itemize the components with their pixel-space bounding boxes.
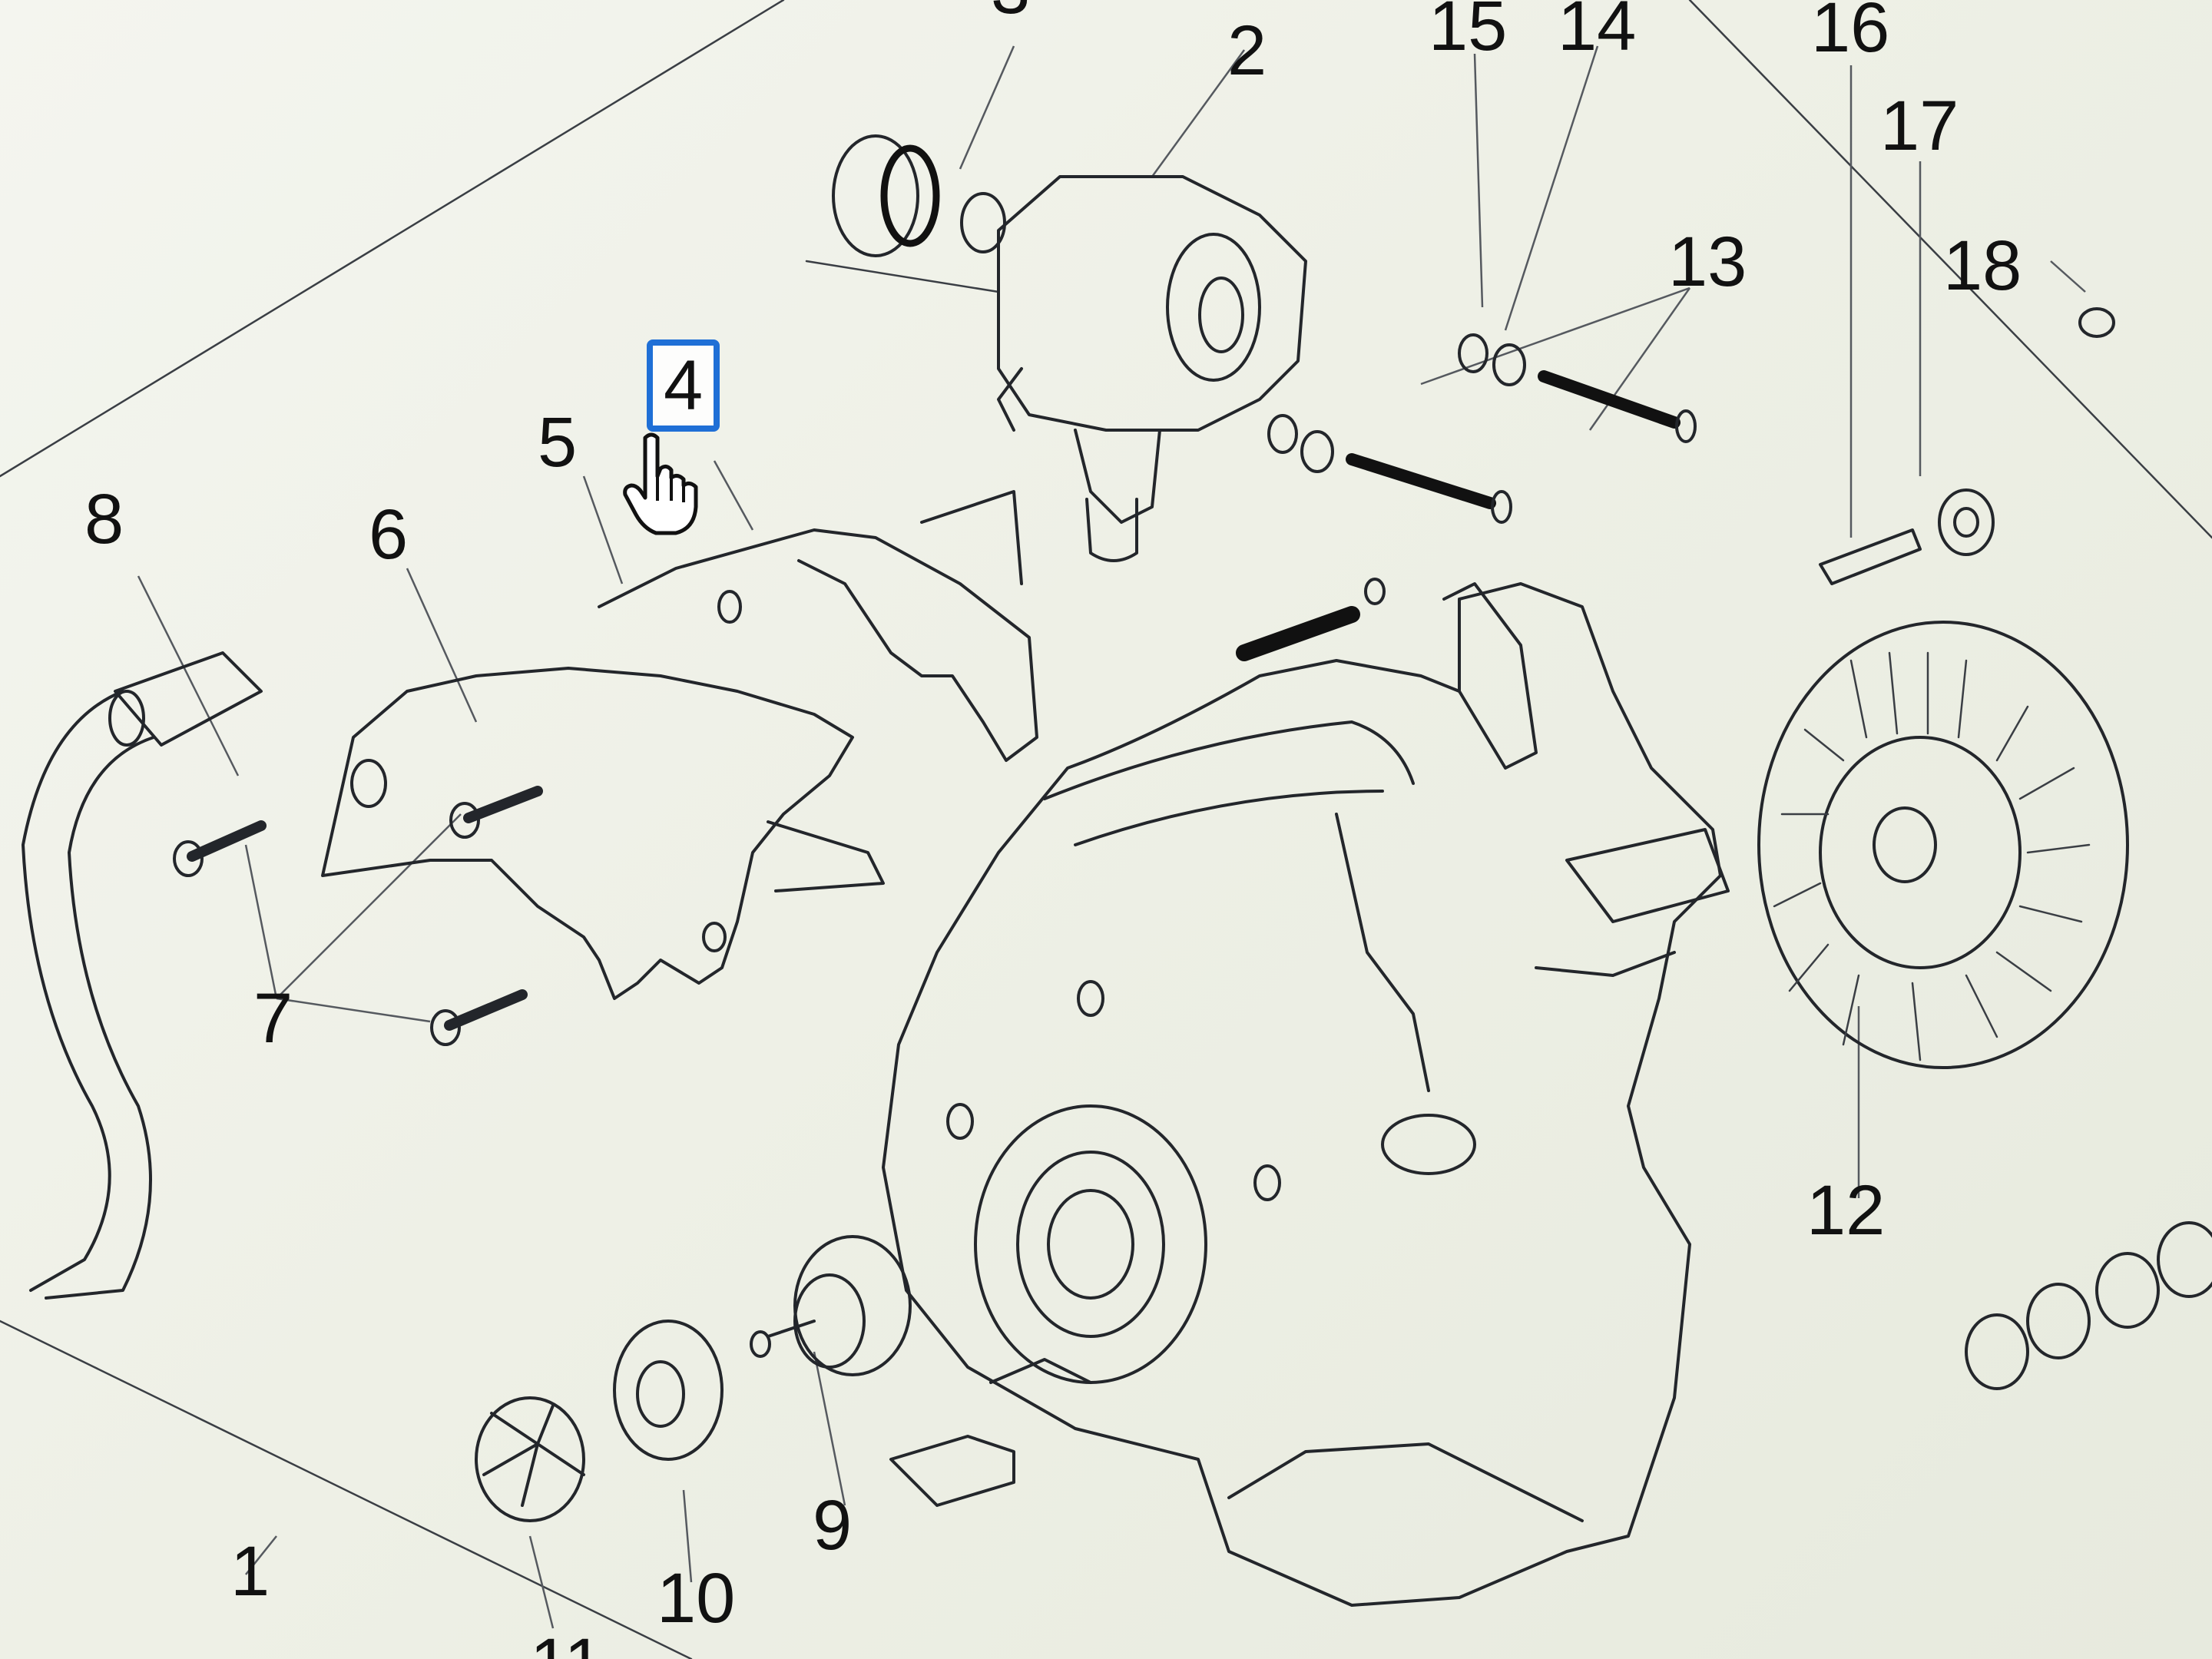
part-6-bracket	[321, 667, 885, 1000]
part-7-screws	[173, 786, 543, 1046]
callout-13[interactable]: 13	[1668, 223, 1747, 301]
callout-9[interactable]: 9	[813, 1486, 853, 1565]
part-2-pump-housing	[960, 175, 1307, 562]
part-1-crankcase	[882, 578, 1730, 1607]
parts-16-17-18-fittings	[1819, 307, 2115, 585]
callout-5[interactable]: 5	[538, 403, 578, 482]
callout-14[interactable]: 14	[1558, 0, 1637, 65]
callout-18[interactable]: 18	[1943, 227, 2022, 305]
callout-17[interactable]: 17	[1880, 87, 1959, 165]
callout-2[interactable]: 2	[1227, 12, 1267, 90]
part-3-seal-ring	[832, 134, 940, 257]
callout-7[interactable]: 7	[253, 979, 293, 1058]
callout-16[interactable]: 16	[1811, 0, 1890, 67]
callout-15[interactable]: 15	[1429, 0, 1508, 65]
leader-lines	[137, 45, 2086, 1629]
parts-13-14-15-washers-bolts	[1267, 333, 1697, 524]
callout-6[interactable]: 6	[369, 495, 409, 574]
edge-fittings	[1965, 1221, 2212, 1390]
part-12-fan-cover	[1757, 621, 2129, 1069]
part-11-impeller	[475, 1396, 585, 1522]
callout-4-selected[interactable]: 4	[647, 339, 720, 432]
callout-12[interactable]: 12	[1806, 1171, 1886, 1250]
part-8-hose	[22, 651, 263, 1300]
callout-1[interactable]: 1	[230, 1532, 270, 1611]
part-10-seal	[613, 1320, 724, 1461]
callout-10[interactable]: 10	[657, 1559, 736, 1637]
hand-pointer-icon	[623, 432, 698, 535]
callout-11[interactable]: 11	[530, 1628, 604, 1659]
part-9-shaft	[750, 1235, 912, 1376]
part-5-cover	[598, 490, 1038, 762]
callout-3[interactable]: 3	[991, 0, 1030, 25]
callout-8[interactable]: 8	[84, 480, 124, 558]
